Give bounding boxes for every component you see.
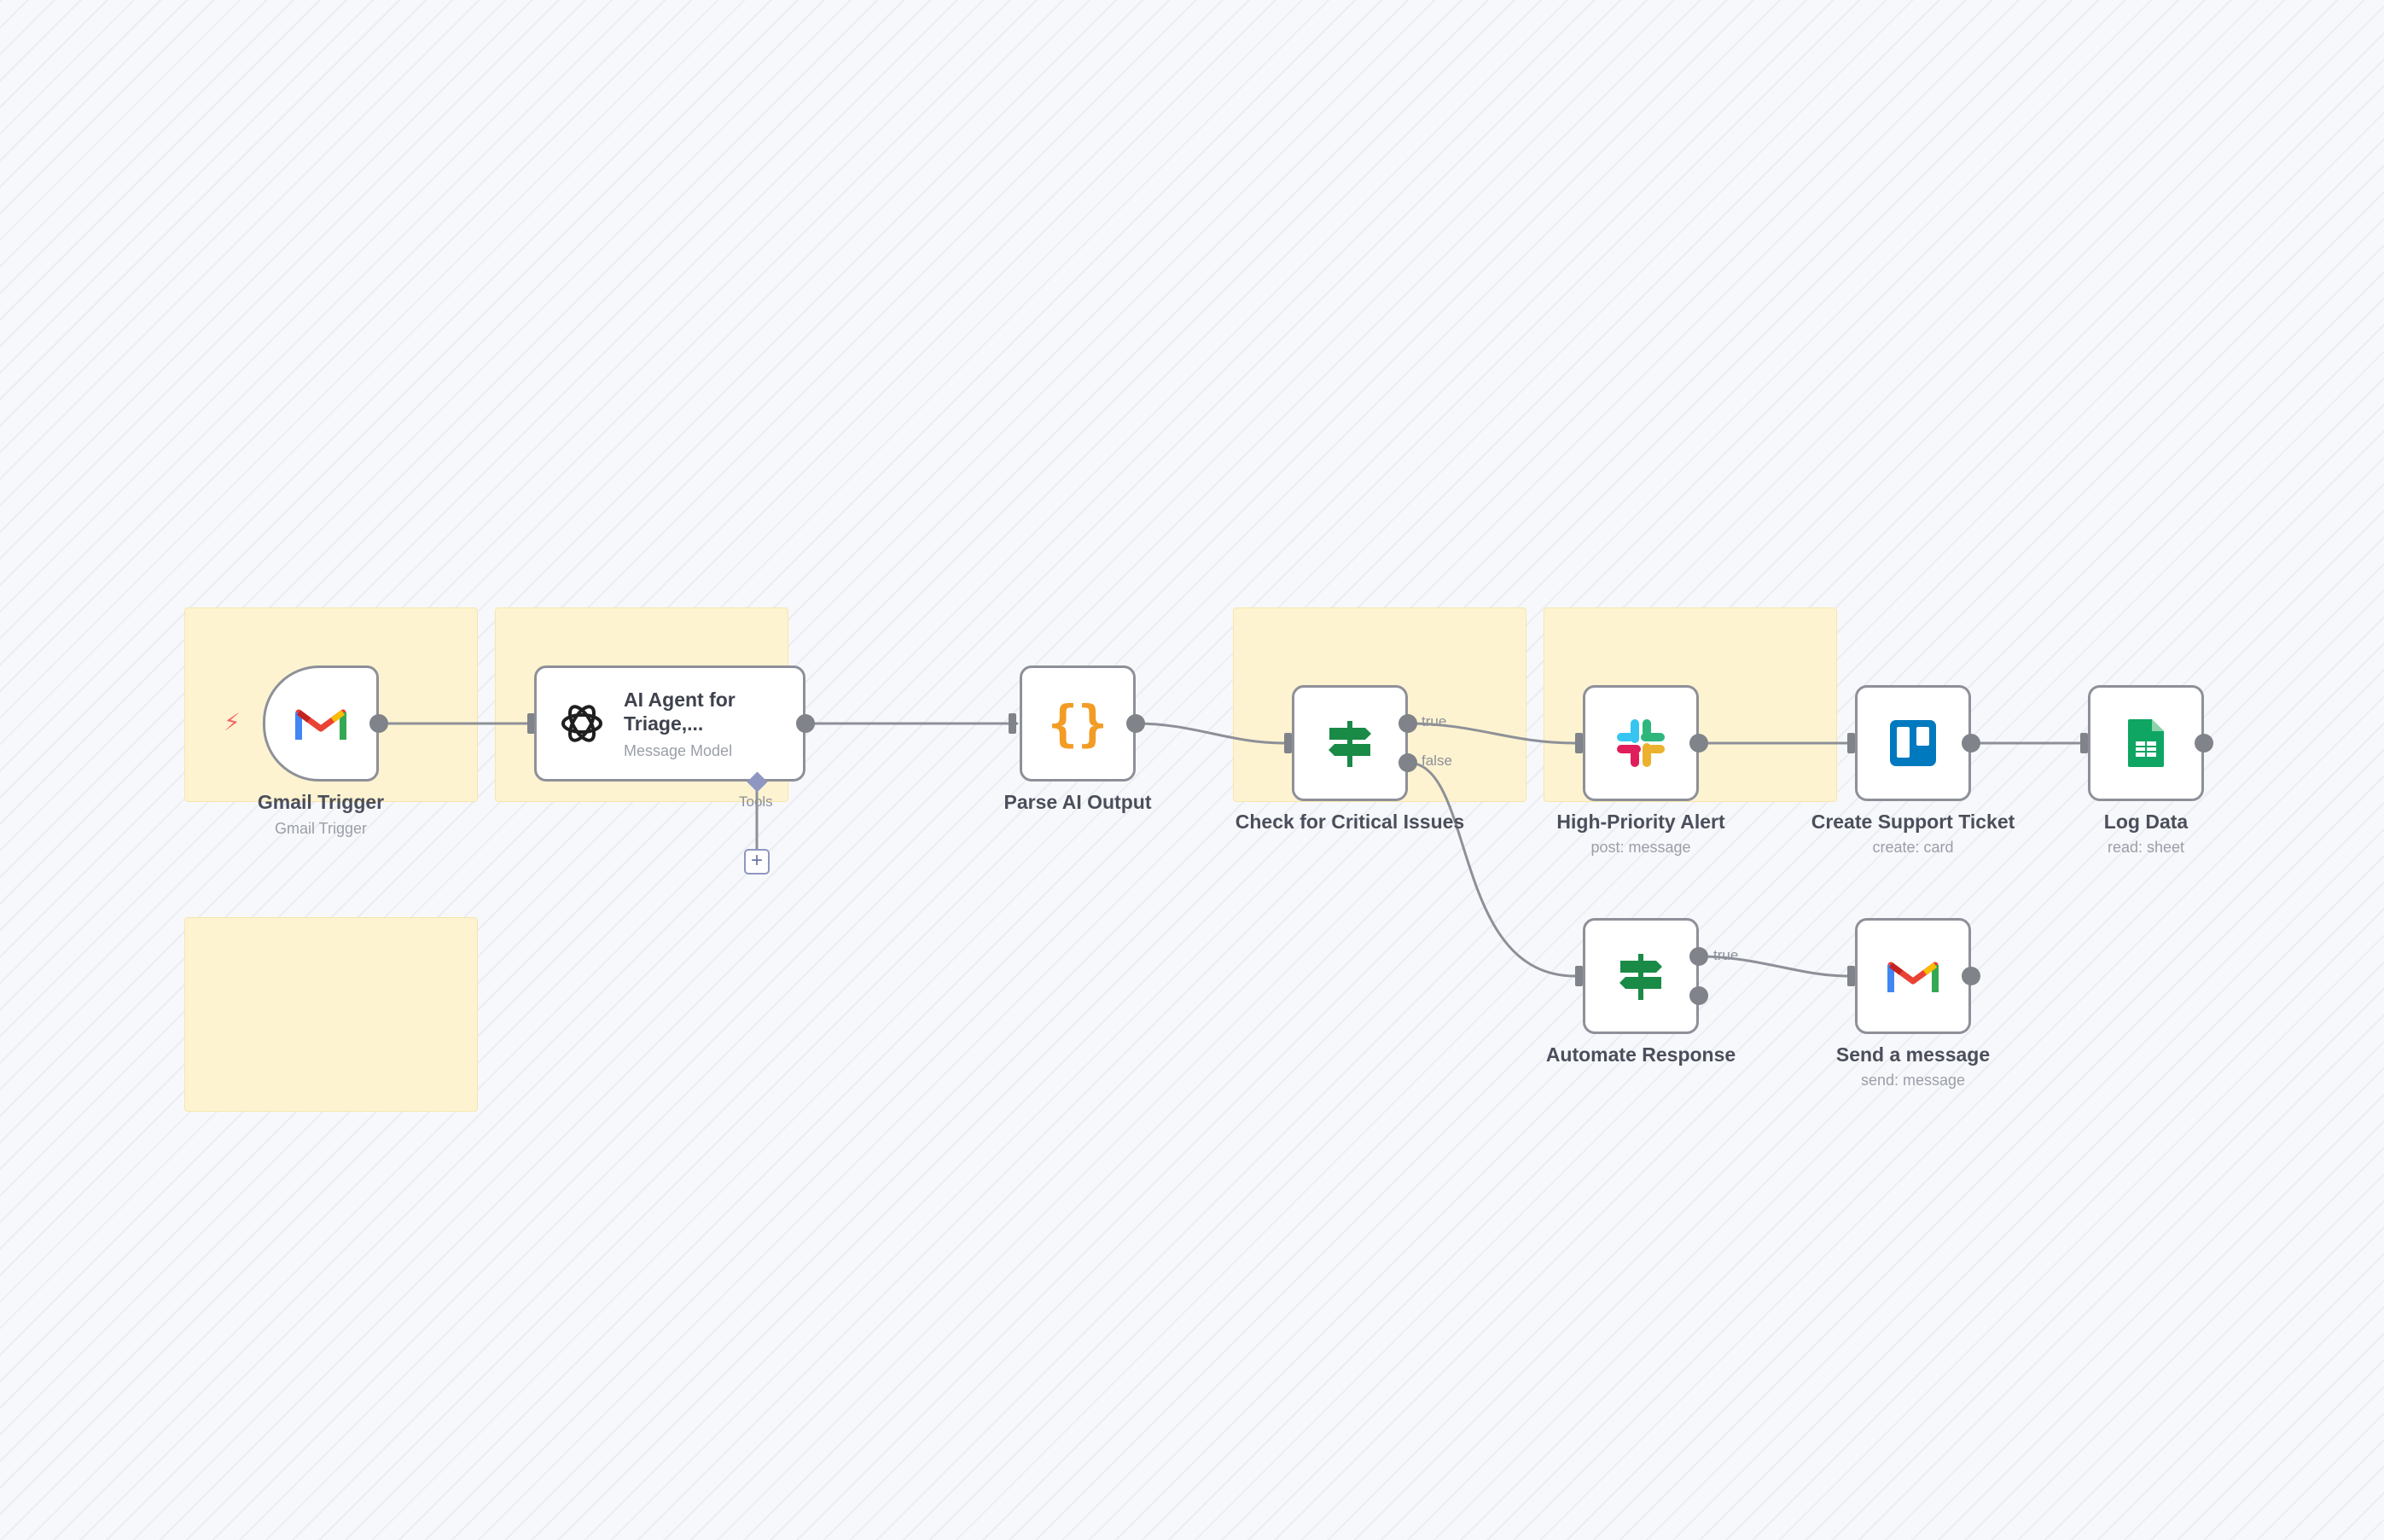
node-title: Gmail Trigger: [257, 791, 385, 813]
connection: [1407, 722, 1576, 745]
true-output-port[interactable]: [1689, 947, 1708, 966]
input-port[interactable]: [1009, 713, 1016, 734]
connection: [1407, 761, 1576, 978]
ai-agent-node[interactable]: AI Agent for Triage,... Message Model: [534, 665, 805, 782]
connection: [1135, 722, 1285, 745]
node-title: Create Support Ticket: [1811, 811, 2015, 833]
high-priority-alert-node[interactable]: [1583, 685, 1699, 801]
add-tool-button[interactable]: +: [744, 849, 770, 875]
input-port[interactable]: [1575, 966, 1583, 986]
node-subtitle: read: sheet: [2107, 839, 2185, 856]
lightning-bolt-icon: ⚡︎: [224, 709, 241, 735]
node-subtitle: create: card: [1872, 839, 1954, 856]
output-port[interactable]: [369, 714, 388, 733]
input-port[interactable]: [1575, 733, 1583, 753]
node-title: Automate Response: [1545, 1043, 1736, 1066]
true-label: true: [1713, 947, 1739, 963]
automate-response-node[interactable]: [1583, 918, 1699, 1034]
google-sheets-icon: [2128, 719, 2164, 767]
output-port[interactable]: [1126, 714, 1145, 733]
node-title: Send a message: [1835, 1043, 1991, 1066]
true-label: true: [1422, 713, 1447, 729]
node-title-line: Triage,...: [624, 712, 704, 735]
send-message-node[interactable]: [1855, 918, 1971, 1034]
false-output-port[interactable]: [1398, 753, 1417, 772]
node-subtitle: send: message: [1860, 1072, 1966, 1089]
node-subtitle: post: message: [1590, 839, 1691, 856]
output-port[interactable]: [1962, 734, 1980, 753]
node-title: Check for Critical Issues: [1235, 811, 1465, 833]
input-port[interactable]: [1284, 733, 1292, 753]
trello-icon: [1890, 720, 1936, 766]
if-signpost-icon: [1329, 721, 1371, 767]
gmail-icon: [1887, 962, 1939, 992]
check-critical-issues-node[interactable]: [1292, 685, 1408, 801]
node-title: Parse AI Output: [1003, 791, 1152, 813]
node-subtitle: Message Model: [624, 741, 733, 759]
true-output-port[interactable]: [1398, 714, 1417, 733]
output-port[interactable]: [796, 714, 815, 733]
input-port[interactable]: [1847, 966, 1855, 986]
node-title: Log Data: [2103, 811, 2189, 833]
tools-label: Tools: [739, 793, 773, 810]
if-signpost-icon: [1619, 954, 1662, 1000]
node-subtitle: Gmail Trigger: [274, 820, 368, 837]
false-label: false: [1422, 753, 1452, 769]
node-title-line: AI Agent for: [624, 688, 736, 711]
gmail-trigger-node[interactable]: [263, 665, 379, 782]
input-port[interactable]: [1847, 733, 1855, 753]
input-port[interactable]: [2080, 733, 2088, 753]
false-output-port[interactable]: [1689, 986, 1708, 1005]
connection: [1698, 955, 1848, 978]
log-data-node[interactable]: [2088, 685, 2204, 801]
output-port[interactable]: [2195, 734, 2213, 753]
create-support-ticket-node[interactable]: [1855, 685, 1971, 801]
node-title: High-Priority Alert: [1556, 811, 1725, 833]
sticky-note[interactable]: [184, 917, 478, 1112]
openai-icon: [561, 705, 602, 742]
slack-icon: [1617, 719, 1665, 767]
input-port[interactable]: [527, 713, 535, 734]
output-port[interactable]: [1689, 734, 1708, 753]
code-braces-icon: {}: [1048, 694, 1108, 753]
output-port[interactable]: [1962, 967, 1980, 985]
parse-ai-output-node[interactable]: {}: [1020, 665, 1136, 782]
gmail-icon: [295, 709, 346, 740]
